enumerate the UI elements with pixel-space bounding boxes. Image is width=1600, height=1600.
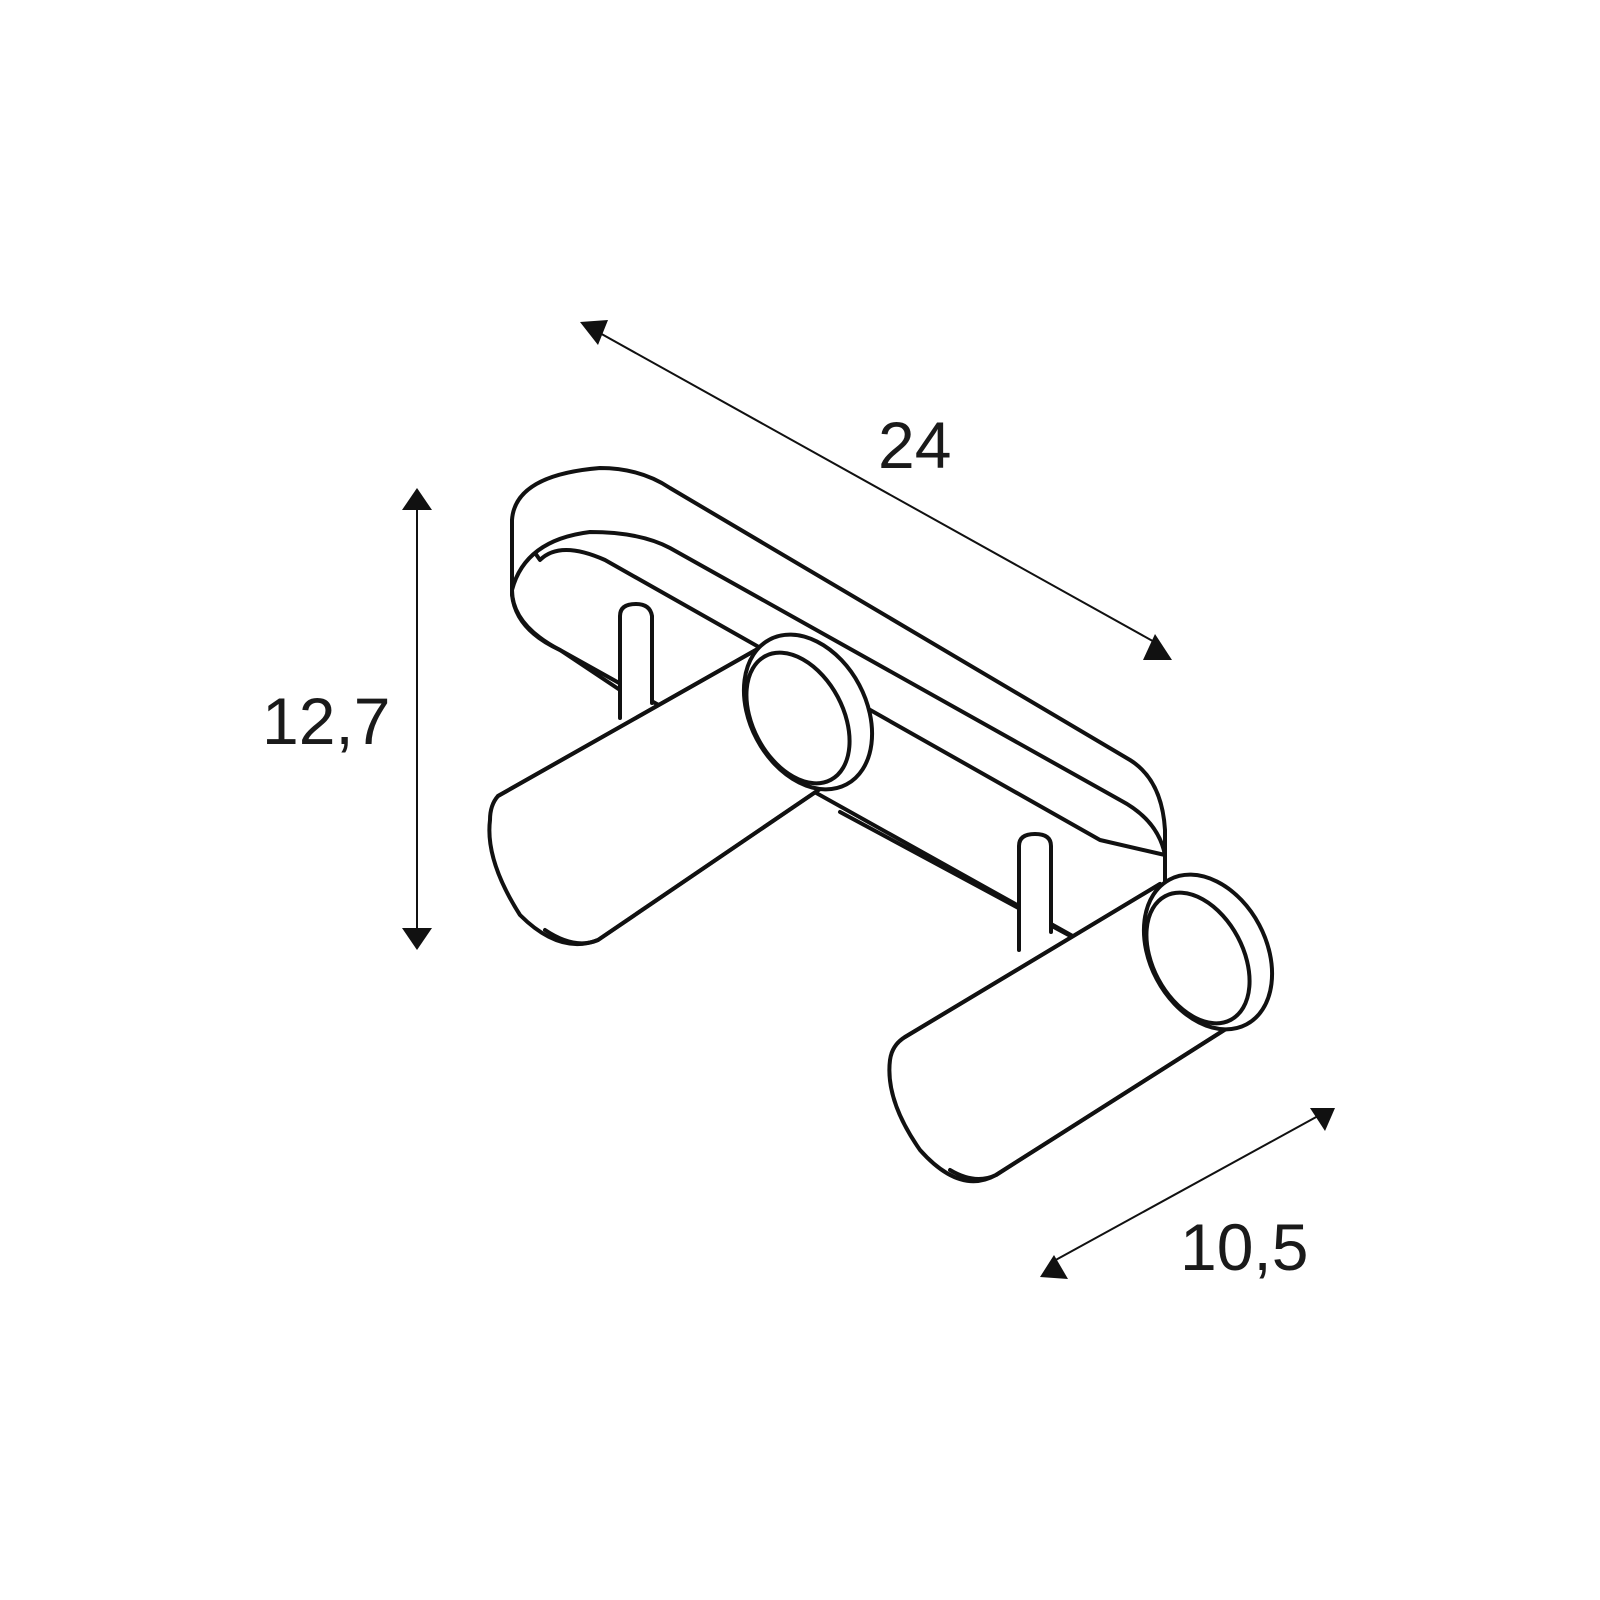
stem-right [1017,832,1053,952]
dimension-depth [1040,1108,1335,1279]
dimension-length [580,320,1172,660]
arrowhead-icon [1143,634,1172,660]
dimension-height [402,488,432,950]
dimension-label-depth: 10,5 [1180,1210,1309,1284]
arrowhead-icon [1310,1108,1335,1131]
arrowhead-icon [402,928,432,950]
spot-head-left [487,632,875,947]
dimension-label-height: 12,7 [262,684,391,758]
arrowhead-icon [402,488,432,510]
stem-left [618,602,654,720]
spot-head-right [887,872,1275,1184]
arrowhead-icon [580,320,608,345]
dimension-label-length: 24 [878,408,952,482]
arrowhead-icon [1040,1255,1068,1279]
